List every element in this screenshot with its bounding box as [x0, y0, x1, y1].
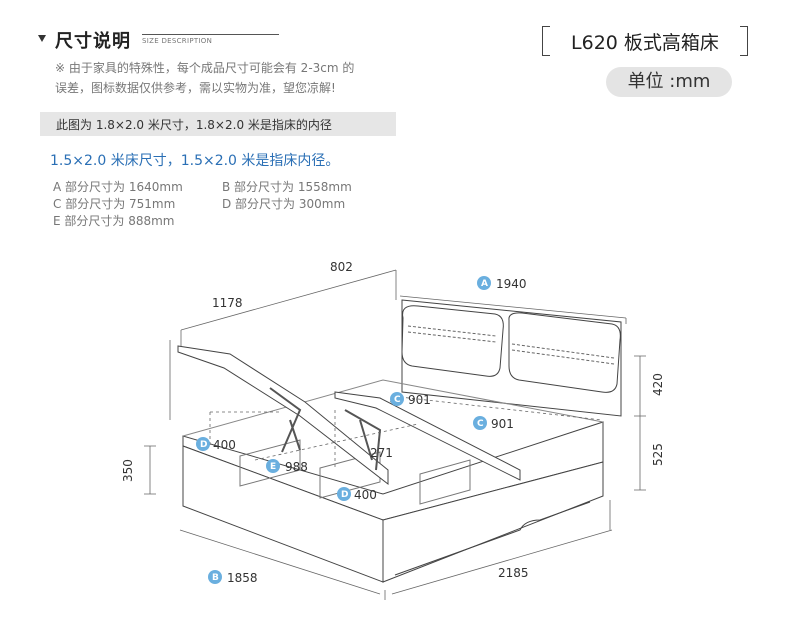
part-size-e: E 部分尺寸为 888mm — [53, 214, 175, 228]
dim-label-d-center: 400 — [354, 488, 377, 502]
disclaimer-line-2: 误差，图标数据仅供参考，需以实物为准，望您凉解! — [55, 81, 336, 95]
section-marker-icon — [38, 35, 46, 42]
dim-label-left-length: 1178 — [212, 296, 243, 310]
badge-b — [208, 570, 222, 584]
dim-label-c-lower: 901 — [491, 417, 514, 431]
box-footboard — [382, 461, 604, 583]
headboard — [401, 299, 622, 417]
dim-ticks-length — [384, 500, 611, 600]
badge-a-letter: A — [481, 279, 488, 289]
dim-ticks-top — [180, 270, 397, 346]
dim-label-d-left: 400 — [213, 438, 236, 452]
badge-a — [477, 276, 491, 290]
disclaimer: ※ 由于家具的特殊性，每个成品尺寸可能会有 2-3cm 的 误差，图标数据仅供参… — [55, 58, 425, 98]
dim-label-b: 1858 — [227, 571, 258, 585]
badge-c-lower-letter: C — [477, 419, 484, 429]
unit-label: 单位 :mm — [606, 67, 732, 97]
dim-label-box-height: 525 — [651, 443, 665, 466]
section-subtitle: SIZE DESCRIPTION — [142, 37, 213, 45]
product-title: L620 板式高箱床 — [571, 32, 719, 54]
gas-strut-left — [269, 387, 302, 453]
badge-d-left — [196, 437, 210, 451]
dim-label-headboard-height: 420 — [651, 373, 665, 396]
bracket-left — [542, 26, 550, 56]
badge-c-upper-letter: C — [394, 395, 401, 405]
spec-banner-text: 此图为 1.8×2.0 米尺寸，1.8×2.0 米是指床的内径 — [56, 118, 332, 132]
dim-line-top — [180, 269, 397, 331]
lifted-lid-left — [177, 345, 389, 486]
dim-label-a: 1940 — [496, 277, 527, 291]
bed-drawing — [177, 299, 622, 583]
bracket-right — [740, 26, 748, 56]
dim-label-c-upper: 901 — [408, 393, 431, 407]
dim-line-b — [179, 529, 381, 595]
part-size-a: A 部分尺寸为 1640mm — [53, 180, 183, 194]
part-size-d: D 部分尺寸为 300mm — [222, 197, 346, 211]
dim-line-side-height — [144, 445, 156, 495]
spec-banner — [40, 112, 396, 136]
footboard-detail — [394, 501, 591, 576]
title-underline — [142, 34, 279, 35]
dim-line-length — [391, 529, 613, 595]
disclaimer-line-1: ※ 由于家具的特殊性，每个成品尺寸可能会有 2-3cm 的 — [55, 61, 355, 75]
badge-b-letter: B — [212, 573, 219, 583]
part-size-b: B 部分尺寸为 1558mm — [222, 180, 352, 194]
dim-line-right-heights — [634, 355, 646, 491]
badge-d-center — [337, 487, 351, 501]
dim-line-e — [254, 423, 419, 461]
badge-c-upper — [390, 392, 404, 406]
lifted-lid-right — [334, 391, 521, 481]
product-title-box: L620 板式高箱床 — [542, 26, 748, 56]
dim-label-top-depth: 802 — [330, 260, 353, 274]
gas-strut-right — [344, 409, 382, 471]
part-size-c: C 部分尺寸为 751mm — [53, 197, 176, 211]
dim-label-total-length: 2185 — [498, 566, 529, 580]
box-back-rim — [182, 379, 604, 437]
badge-c-lower — [473, 416, 487, 430]
badge-e-letter: E — [270, 462, 276, 472]
alt-size-note: 1.5×2.0 米床尺寸，1.5×2.0 米是指床内径。 — [50, 153, 340, 169]
dim-line-d-left — [209, 411, 280, 448]
section-title: 尺寸说明 — [55, 31, 131, 52]
dim-line-a — [399, 295, 627, 319]
dim-label-lift-height: 271 — [370, 446, 393, 460]
cushion-stitch-right — [511, 343, 615, 365]
headboard-cushion-left — [401, 305, 504, 377]
headboard-cushion-right — [508, 312, 621, 393]
dim-label-side-height: 350 — [121, 459, 135, 482]
badge-d-center-letter: D — [341, 490, 348, 500]
badge-e — [266, 459, 280, 473]
badge-d-left-letter: D — [200, 440, 207, 450]
dim-label-e: 988 — [285, 460, 308, 474]
